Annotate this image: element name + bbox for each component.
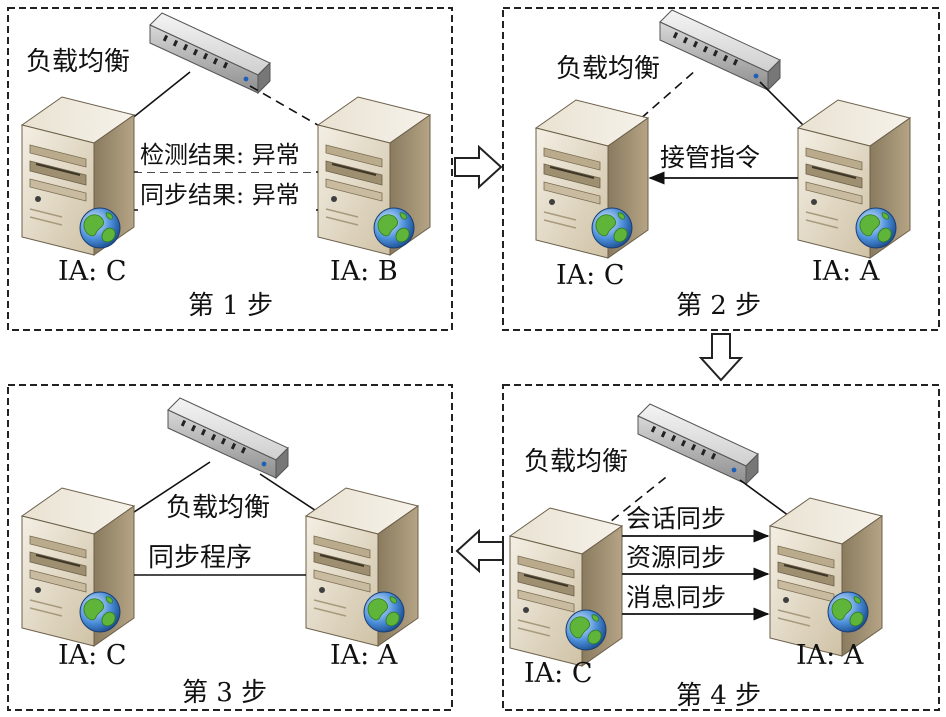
globe-icon: [827, 591, 869, 633]
panel-border: [502, 384, 940, 711]
server-a-icon: [769, 497, 883, 657]
load-balancer-switch-icon: [637, 403, 759, 485]
load-balancer-switch-icon: [149, 12, 271, 94]
step-label: 第 1 步: [188, 291, 273, 321]
globe-icon: [79, 207, 121, 249]
panel-step-1: 负载均衡 检测结果: 异常 同步结果: 异常 IA: C IA: B 第 1 步: [7, 7, 453, 331]
resource-sync-label: 资源同步: [626, 543, 726, 572]
globe-icon: [363, 591, 405, 633]
server-c-label: IA: C: [58, 256, 127, 287]
message-sync-label: 消息同步: [626, 583, 726, 612]
load-balancer-label: 负载均衡: [524, 447, 628, 477]
server-a-label: IA: A: [330, 640, 398, 671]
panel-border: [502, 7, 940, 331]
load-balancer-switch-icon: [659, 9, 781, 91]
panel-step-4: 负载均衡 会话同步 资源同步 消息同步 IA: C IA: A 第 4 步: [502, 384, 940, 711]
flow-arrow-left-icon: [456, 530, 504, 572]
label-backdrop: [138, 180, 312, 212]
takeover-command-label: 接管指令: [660, 143, 760, 172]
server-c-icon: [509, 507, 623, 667]
server-b-label: IA: B: [330, 256, 398, 287]
globe-icon: [591, 207, 633, 249]
load-balancer-label: 负载均衡: [166, 493, 270, 523]
panel-border: [7, 384, 453, 711]
sync-program-label: 同步程序: [148, 543, 252, 573]
flow-arrow-down-icon: [700, 333, 742, 381]
globe-icon: [79, 591, 121, 633]
flow-arrow-right-icon: [454, 146, 502, 188]
globe-icon: [855, 207, 897, 249]
session-sync-label: 会话同步: [626, 504, 726, 533]
load-balancer-label: 负载均衡: [556, 54, 660, 84]
server-c-label: IA: C: [556, 260, 625, 291]
step-label: 第 3 步: [182, 678, 267, 708]
server-c-label: IA: C: [58, 640, 127, 671]
panel-border: [7, 7, 453, 331]
detect-result-label: 检测结果: 异常: [140, 141, 300, 169]
panel-step-3: 负载均衡 同步程序 IA: C IA: A 第 3 步: [7, 384, 453, 711]
server-a-label: IA: A: [812, 256, 880, 287]
globe-icon: [373, 207, 415, 249]
load-balancer-switch-icon: [167, 397, 289, 479]
sync-result-label: 同步结果: 异常: [140, 181, 300, 209]
panel-step-2: 负载均衡 接管指令 IA: C IA: A 第 2 步: [502, 7, 940, 331]
balancer-link-left: [121, 461, 211, 521]
globe-icon: [565, 609, 607, 651]
load-balancer-label: 负载均衡: [26, 47, 130, 77]
step-label: 第 2 步: [676, 291, 761, 321]
step-label: 第 4 步: [676, 681, 761, 711]
server-c-label: IA: C: [524, 658, 593, 689]
server-a-label: IA: A: [796, 640, 864, 671]
balancer-link-right-dashed: [249, 85, 331, 133]
label-backdrop: [138, 138, 312, 172]
